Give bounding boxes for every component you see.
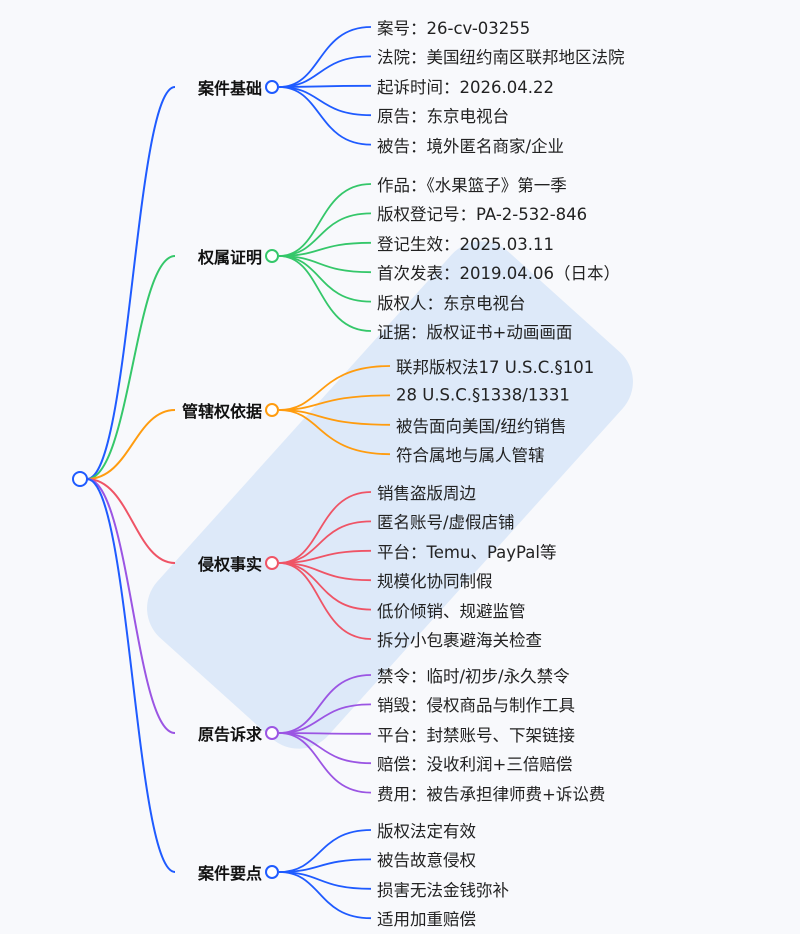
leaf-node[interactable]: 平台：Temu、PayPal等 bbox=[377, 542, 557, 562]
leaf-node[interactable]: 损害无法金钱弥补 bbox=[377, 880, 509, 900]
leaf-connector bbox=[278, 55, 372, 88]
leaf-connector bbox=[278, 86, 372, 146]
leaf-node[interactable]: 联邦版权法17 U.S.C.§101 bbox=[396, 358, 595, 377]
leaf-connector bbox=[278, 520, 372, 564]
branch-collapse-toggle[interactable] bbox=[265, 403, 279, 417]
leaf-node[interactable]: 赔偿：没收利润+三倍赔偿 bbox=[377, 755, 573, 775]
branch-node[interactable]: 原告诉求 bbox=[197, 725, 262, 744]
leaf-connector bbox=[278, 409, 391, 456]
leaf-connector bbox=[278, 365, 391, 411]
leaf-node[interactable]: 销毁：侵权商品与制作工具 bbox=[377, 696, 575, 716]
branch-collapse-toggle[interactable] bbox=[265, 80, 279, 94]
branch-connector bbox=[86, 86, 176, 480]
leaf-connector bbox=[278, 394, 391, 411]
leaf-node[interactable]: 登记生效：2025.03.11 bbox=[377, 234, 554, 254]
leaf-node[interactable]: 禁令：临时/初步/永久禁令 bbox=[377, 667, 570, 686]
leaf-connector bbox=[278, 732, 372, 765]
leaf-node[interactable]: 法院：美国纽约南区联邦地区法院 bbox=[377, 48, 625, 68]
leaf-node[interactable]: 费用：被告承担律师费+诉讼费 bbox=[377, 784, 606, 804]
leaf-connector bbox=[278, 241, 372, 257]
branch-collapse-toggle[interactable] bbox=[265, 249, 279, 263]
leaf-connector bbox=[278, 562, 372, 640]
leaf-node[interactable]: 被告：境外匿名商家/企业 bbox=[377, 136, 565, 156]
leaf-node[interactable]: 版权人：东京电视台 bbox=[377, 293, 526, 313]
leaf-connector bbox=[278, 674, 372, 734]
branch-node[interactable]: 权属证明 bbox=[197, 248, 262, 267]
leaf-connector bbox=[278, 562, 372, 611]
leaf-connector bbox=[278, 86, 372, 117]
branch-connector bbox=[86, 409, 176, 480]
leaf-node[interactable]: 28 U.S.C.§1338/1331 bbox=[396, 385, 570, 405]
leaf-node[interactable]: 匿名账号/虚假店铺 bbox=[377, 513, 515, 533]
branch-connector bbox=[86, 255, 176, 480]
leaf-connector bbox=[278, 829, 372, 873]
leaf-connector bbox=[278, 491, 372, 564]
leaf-node[interactable]: 适用加重赔偿 bbox=[377, 910, 476, 930]
leaf-connector bbox=[278, 858, 372, 873]
leaf-connector bbox=[278, 26, 372, 88]
leaf-connector bbox=[278, 732, 372, 735]
leaf-node[interactable]: 销售盗版周边 bbox=[377, 484, 476, 503]
branch-connector bbox=[86, 478, 176, 564]
root-node[interactable] bbox=[72, 471, 88, 487]
leaf-connector bbox=[278, 212, 372, 257]
leaf-connector bbox=[278, 732, 372, 794]
leaf-node[interactable]: 作品：《水果篮子》第一季 bbox=[377, 176, 567, 195]
leaf-node[interactable]: 被告故意侵权 bbox=[377, 851, 476, 871]
leaf-node[interactable]: 符合属地与属人管辖 bbox=[396, 446, 545, 466]
leaf-node[interactable]: 首次发表：2019.04.06（日本） bbox=[377, 264, 620, 284]
leaf-connector bbox=[278, 871, 372, 920]
leaf-node[interactable]: 低价倾销、规避监管 bbox=[377, 601, 526, 621]
branch-collapse-toggle[interactable] bbox=[265, 726, 279, 740]
branch-connector bbox=[86, 478, 176, 734]
leaf-connector bbox=[278, 183, 372, 257]
branch-collapse-toggle[interactable] bbox=[265, 556, 279, 570]
leaf-node[interactable]: 拆分小包裹避海关检查 bbox=[377, 631, 542, 650]
leaf-node[interactable]: 证据：版权证书+动画画面 bbox=[377, 323, 573, 342]
leaf-node[interactable]: 平台：封禁账号、下架链接 bbox=[377, 725, 575, 745]
leaf-connector bbox=[278, 255, 372, 303]
leaf-node[interactable]: 原告：东京电视台 bbox=[377, 107, 509, 127]
leaf-node[interactable]: 被告面向美国/纽约销售 bbox=[396, 416, 567, 436]
leaf-node[interactable]: 起诉时间：2026.04.22 bbox=[377, 77, 554, 97]
leaf-connector bbox=[278, 84, 372, 88]
branch-connector bbox=[86, 478, 176, 873]
branch-node[interactable]: 案件要点 bbox=[197, 864, 262, 883]
leaf-connector bbox=[278, 703, 372, 734]
leaf-node[interactable]: 版权登记号：PA-2-532-846 bbox=[377, 205, 588, 225]
branch-node[interactable]: 管辖权依据 bbox=[181, 402, 262, 421]
leaf-node[interactable]: 规模化协同制假 bbox=[377, 572, 493, 592]
leaf-connector bbox=[278, 255, 372, 332]
branch-collapse-toggle[interactable] bbox=[265, 865, 279, 879]
leaf-connector bbox=[278, 409, 391, 426]
branch-node[interactable]: 案件基础 bbox=[197, 79, 262, 98]
leaf-connector bbox=[278, 549, 372, 564]
leaf-node[interactable]: 案号：26-cv-03255 bbox=[377, 19, 531, 38]
leaf-node[interactable]: 版权法定有效 bbox=[377, 822, 476, 841]
branch-node[interactable]: 侵权事实 bbox=[197, 555, 262, 574]
